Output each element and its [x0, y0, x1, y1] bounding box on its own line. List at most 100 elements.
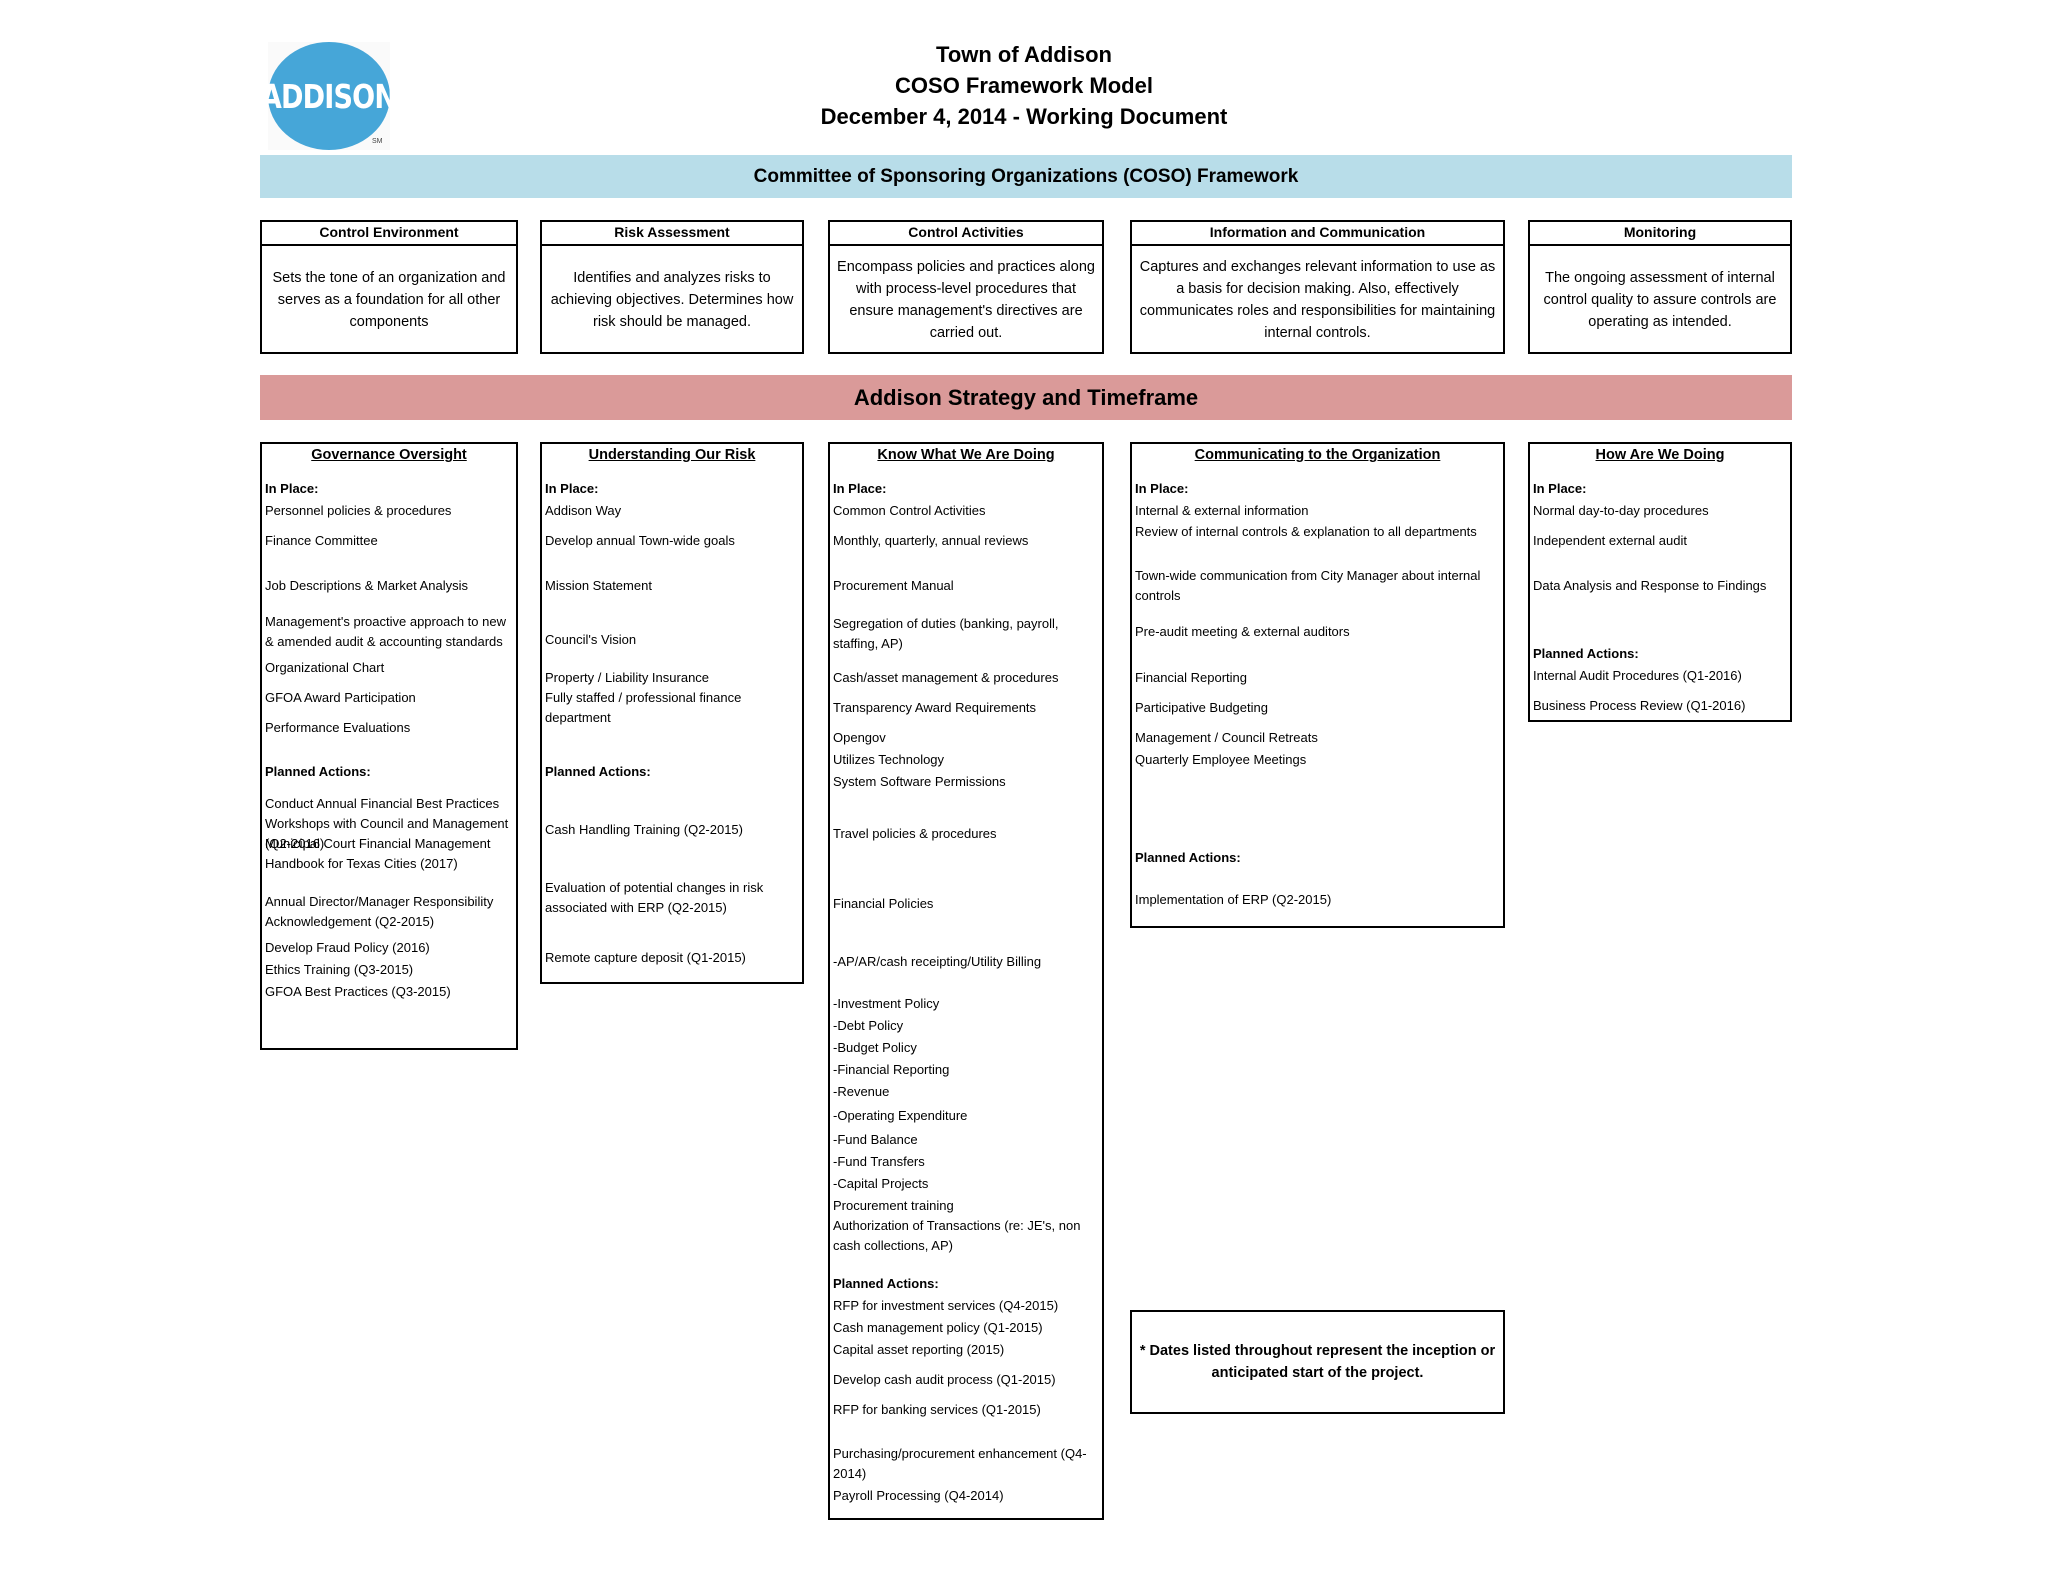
- list-item: -Budget Policy: [833, 1040, 917, 1055]
- list-item: Cash/asset management & procedures: [833, 670, 1059, 685]
- strategy-column-box: How Are We Doing In Place: Normal day-to-d…: [1528, 442, 1792, 722]
- list-item: Organizational Chart: [265, 660, 385, 675]
- list-item: Transparency Award Requirements: [833, 700, 1037, 715]
- coso-framework-heading: Committee of Sponsoring Organizations (C…: [753, 165, 1299, 187]
- strategy-column-title: Know What We Are Doing: [877, 447, 1055, 463]
- list-item: -Operating Expenditure: [833, 1108, 968, 1123]
- section-label: In Place:: [1533, 481, 1587, 496]
- list-item: GFOA Award Participation: [265, 690, 416, 705]
- list-item: Participative Budgeting: [1135, 700, 1268, 715]
- list-item: System Software Permissions: [833, 774, 1006, 789]
- strategy-heading: Addison Strategy and Timeframe: [853, 384, 1199, 410]
- section-label: Planned Actions:: [1533, 646, 1639, 661]
- list-item: Ethics Training (Q3-2015): [265, 962, 414, 977]
- list-item: Data Analysis and Response to Findings: [1533, 578, 1767, 593]
- list-item: Fully staffed / professional finance dep…: [545, 690, 742, 725]
- list-item: Personnel policies & procedures: [265, 503, 452, 518]
- list-item: GFOA Best Practices (Q3-2015): [265, 984, 451, 999]
- list-item: Common Control Activities: [833, 503, 986, 518]
- list-item: Property / Liability Insurance: [545, 670, 710, 685]
- coso-component-description: Encompass policies and practices along w…: [837, 259, 1095, 341]
- list-item: Capital asset reporting (2015): [833, 1342, 1005, 1357]
- list-item: Finance Committee: [265, 533, 378, 548]
- list-item: Performance Evaluations: [265, 720, 411, 735]
- strategy-column-title: How Are We Doing: [1595, 447, 1725, 463]
- list-item: Develop cash audit process (Q1-2015): [833, 1372, 1056, 1387]
- coso-framework-band: Committee of Sponsoring Organizations (C…: [260, 155, 1792, 198]
- list-item: Opengov: [833, 730, 886, 745]
- list-item: -Fund Balance: [833, 1132, 918, 1147]
- section-label: Planned Actions:: [833, 1276, 939, 1291]
- list-item: Implementation of ERP (Q2-2015): [1135, 892, 1332, 907]
- list-item: RFP for banking services (Q1-2015): [833, 1402, 1041, 1417]
- coso-component-title: Monitoring: [1530, 222, 1790, 246]
- list-item: Conduct Annual Financial Best Practices …: [265, 796, 509, 851]
- list-item: Normal day-to-day procedures: [1533, 503, 1709, 518]
- section-label: Planned Actions:: [1135, 850, 1241, 865]
- list-item: Financial Reporting: [1135, 670, 1248, 685]
- strategy-column-title: Understanding Our Risk: [588, 447, 756, 463]
- coso-component-description: Captures and exchanges relevant informat…: [1139, 259, 1496, 341]
- coso-component-title: Information and Communication: [1132, 222, 1503, 246]
- strategy-column-box: Communicating to the Organization In Plac…: [1130, 442, 1505, 928]
- coso-component-description: The ongoing assessment of internal contr…: [1543, 270, 1777, 330]
- list-item: Annual Director/Manager Responsibility A…: [265, 894, 494, 929]
- strategy-column-title: Governance Oversight: [311, 447, 467, 463]
- logo-circle: ADDISON: [261, 42, 397, 150]
- coso-component-title: Risk Assessment: [542, 222, 802, 246]
- list-item: Authorization of Transactions (re: JE's,…: [833, 1218, 1081, 1253]
- list-item: -Capital Projects: [833, 1176, 929, 1191]
- strategy-column-title: Communicating to the Organization: [1194, 447, 1441, 463]
- list-item: Remote capture deposit (Q1-2015): [545, 950, 746, 965]
- list-item: Management's proactive approach to new &…: [265, 614, 506, 649]
- list-item: Utilizes Technology: [833, 752, 945, 767]
- header-document-title: COSO Framework Model: [895, 73, 1153, 98]
- coso-component-description: Identifies and analyzes risks to achievi…: [550, 270, 794, 330]
- list-item: -Investment Policy: [833, 996, 940, 1011]
- list-item: Independent external audit: [1533, 533, 1687, 548]
- list-item: Purchasing/procurement enhancement (Q4- …: [833, 1446, 1087, 1481]
- list-item: Mission Statement: [545, 578, 652, 593]
- strategy-band: Addison Strategy and Timeframe: [260, 375, 1792, 420]
- list-item: Job Descriptions & Market Analysis: [265, 578, 469, 593]
- list-item: Addison Way: [545, 503, 622, 518]
- list-item: Procurement training: [833, 1198, 954, 1213]
- list-item: Cash management policy (Q1-2015): [833, 1320, 1043, 1335]
- coso-component-title: Control Activities: [830, 222, 1102, 246]
- strategy-column-box: Know What We Are Doing In Place: Common Co…: [828, 442, 1104, 1520]
- list-item: -AP/AR/cash receipting/Utility Billing: [833, 954, 1042, 969]
- list-item: Monthly, quarterly, annual reviews: [833, 533, 1029, 548]
- list-item: -Debt Policy: [833, 1018, 904, 1033]
- header-date-line: December 4, 2014 - Working Document: [820, 104, 1228, 129]
- list-item: Financial Policies: [833, 896, 934, 911]
- coso-component-title: Control Environment: [262, 222, 516, 246]
- list-item: Develop Fraud Policy (2016): [265, 940, 430, 955]
- logo-wordmark: ADDISON: [261, 76, 397, 116]
- list-item: Municipal Court Financial Management Han…: [265, 836, 491, 871]
- coso-component-description: Sets the tone of an organization and ser…: [272, 270, 506, 330]
- footnote-text: * Dates listed throughout represent the …: [1139, 1343, 1496, 1381]
- list-item: Segregation of duties (banking, payroll,…: [833, 616, 1059, 651]
- footnote-box: * Dates listed throughout represent the …: [1130, 1310, 1505, 1414]
- list-item: Procurement Manual: [833, 578, 954, 593]
- list-item: Payroll Processing (Q4-2014): [833, 1488, 1004, 1503]
- addison-logo: ADDISON SM: [261, 42, 397, 150]
- list-item: Town-wide communication from City Manage…: [1135, 568, 1481, 603]
- list-item: Review of internal controls & explanatio…: [1135, 524, 1477, 539]
- list-item: Management / Council Retreats: [1135, 730, 1318, 745]
- section-label: Planned Actions:: [545, 764, 651, 779]
- section-label: In Place:: [833, 481, 887, 496]
- list-item: Council's Vision: [545, 632, 637, 647]
- list-item: Business Process Review (Q1-2016): [1533, 698, 1746, 713]
- section-label: In Place:: [1135, 481, 1189, 496]
- section-label: In Place:: [545, 481, 599, 496]
- list-item: Internal & external information: [1135, 503, 1309, 518]
- list-item: -Revenue: [833, 1084, 890, 1099]
- strategy-column-box: Understanding Our Risk In Place: Addison W…: [540, 442, 804, 984]
- section-label: Planned Actions:: [265, 764, 371, 779]
- list-item: Pre-audit meeting & external auditors: [1135, 624, 1350, 639]
